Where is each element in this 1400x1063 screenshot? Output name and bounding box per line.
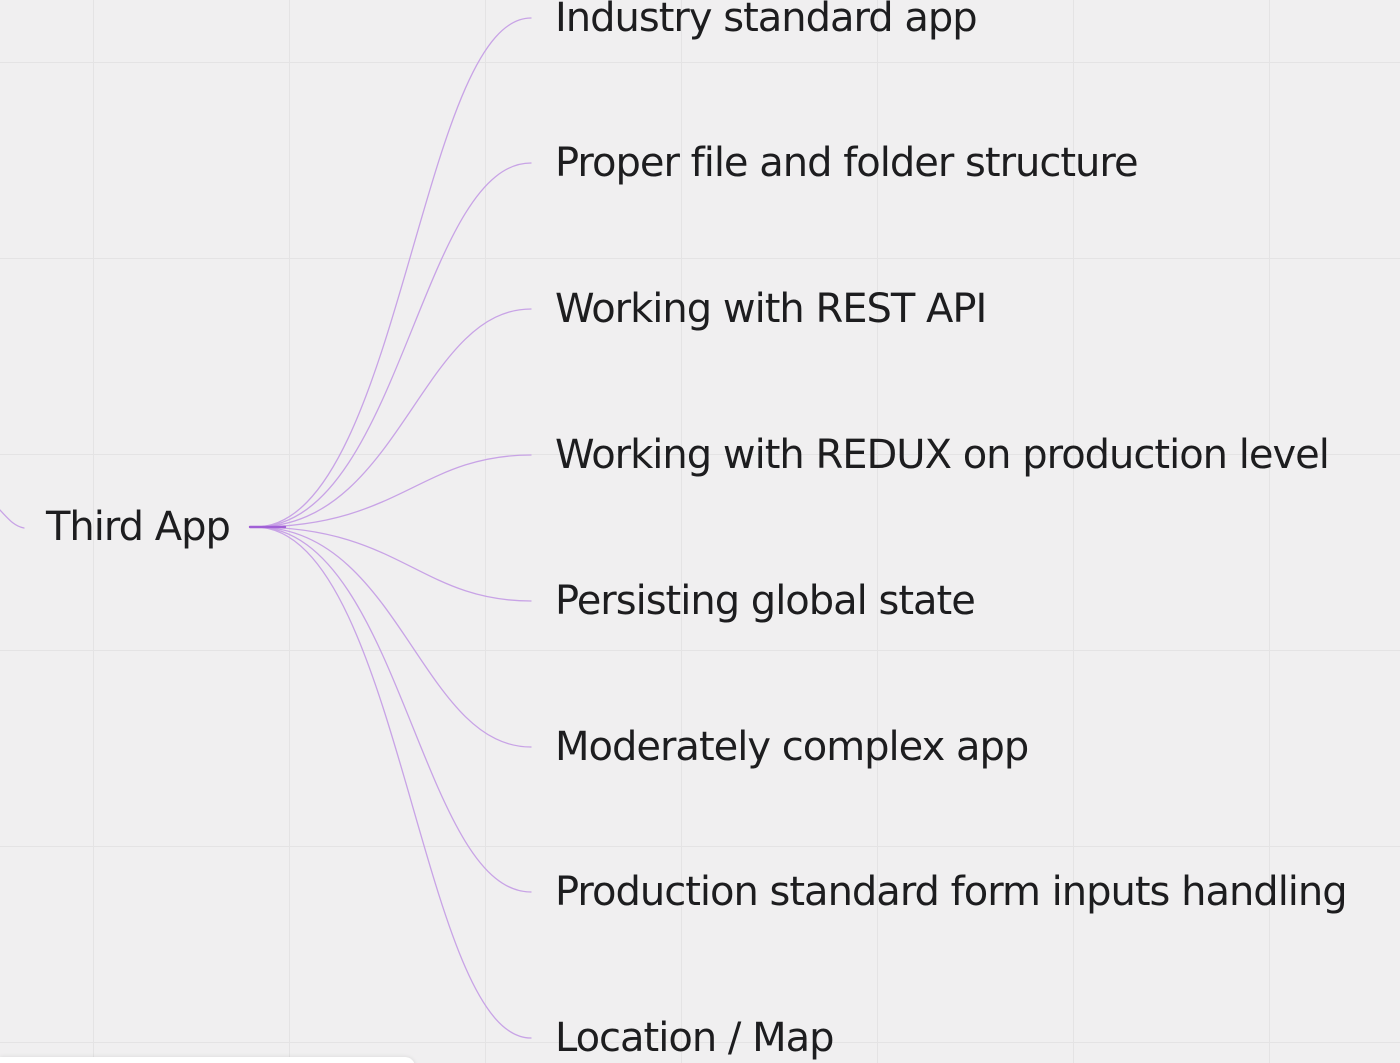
branch-node[interactable]: Production standard form inputs handling <box>555 869 1348 915</box>
bottom-panel[interactable] <box>0 1057 415 1063</box>
edge-curve <box>254 454 532 528</box>
edge-curve <box>254 162 532 528</box>
node-third-app[interactable]: Third App <box>46 504 231 550</box>
branch-node[interactable]: Proper file and folder structure <box>555 140 1139 186</box>
branch-node[interactable]: Persisting global state <box>555 578 976 624</box>
edge-curve <box>254 526 532 893</box>
branch-node[interactable]: Location / Map <box>555 1015 834 1061</box>
parent-edge <box>0 509 25 529</box>
edge-curve <box>254 526 532 602</box>
branch-node[interactable]: Working with REDUX on production level <box>555 432 1330 478</box>
branch-node[interactable]: Moderately complex app <box>555 724 1029 770</box>
edge-curve <box>254 17 532 528</box>
edge-curve <box>254 526 532 1039</box>
branch-node[interactable]: Working with REST API <box>555 286 987 332</box>
edge-curve <box>254 526 532 748</box>
branch-node[interactable]: Industry standard app <box>555 0 978 41</box>
edge-curve <box>254 308 532 528</box>
